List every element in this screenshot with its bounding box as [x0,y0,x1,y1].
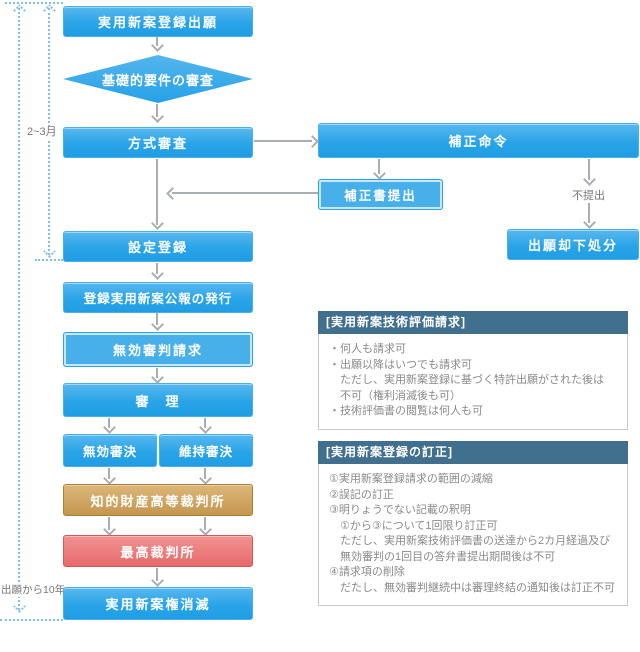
arrowhead-down [199,421,212,434]
node-correction-submission: 補正書提出 [318,179,443,210]
timespan-2-3months-up-arrowhead [43,4,56,17]
node-formality-exam: 方式審査 [63,127,253,158]
panel-line: 無効審判の1回目の答弁書提出期間後は不可 [340,550,556,563]
timespan-10years-down-arrowhead [13,600,26,613]
node-maintenance-decision: 維持審決 [159,434,253,467]
panel-line: ①実用新案登録請求の範囲の減縮 [329,473,493,485]
arrowhead-down [103,472,116,485]
arrowhead-down [199,472,212,485]
panel-line: ・出願以降はいつでも請求可 [329,358,472,371]
arrowhead-down [373,167,386,180]
arrowhead-down [583,216,596,229]
connector-line [588,203,590,223]
arrowhead-down [199,523,212,536]
duration-2-3-months-label: 2~3月 [26,126,58,139]
panel-line: ①から③について1回限り訂正可 [340,519,498,532]
connector-line [156,313,158,325]
arrowhead-down [103,523,116,536]
arrowhead-down [151,217,164,230]
duration-10-years-label: 出願から10年 [0,584,67,597]
panel-registration-correction-body: ①実用新案登録請求の範囲の減縮 ②誤記の訂正 ③明りょうでない記載の釈明 ①から… [318,464,628,606]
connector-line [108,418,110,428]
node-gazette-publication: 登録実用新案公報の発行 [63,282,253,313]
arrowhead-down [103,421,116,434]
panel-technical-evaluation: [実用新案技術評価請求] ・何人も請求可 ・出願以降はいつでも請求可 ただし、実… [318,311,628,430]
timespan-2-3months-down-arrowhead [43,245,56,258]
panel-registration-correction: [実用新案登録の訂正] ①実用新案登録請求の範囲の減縮 ②誤記の訂正 ③明りょう… [318,441,628,606]
arrowhead-down [151,574,164,587]
panel-line: ・技術評価書の閲覧は何人も可 [329,405,483,417]
node-invalidation-request: 無効審判請求 [63,332,253,367]
connector-line [254,140,312,142]
panel-line: ③明りょうでない記載の釈明 [329,504,471,516]
connector-line [156,368,158,378]
arrowhead-down [151,371,164,384]
timespan-registration-tick [35,259,63,261]
timespan-10years-line [18,8,20,610]
panel-line: 不可（権利消滅後も可） [340,389,461,402]
connector-line [156,37,158,46]
panel-line: ②誤記の訂正 [329,488,394,501]
connector-line [204,517,206,530]
node-registration: 設定登録 [63,231,253,262]
node-supreme-court: 最高裁判所 [63,535,253,567]
panel-line: ただし、実用新案技術評価書の送達から2カ月経過及び [340,535,611,547]
timespan-top-tick [5,2,63,4]
arrowhead-down [151,39,164,52]
arrowhead-down [151,267,164,280]
node-invalidation-decision: 無効審決 [63,434,157,467]
connector-line [156,159,158,225]
arrowhead-right [306,135,319,148]
connector-line [108,468,110,479]
panel-line: ただし、実用新案登録に基づく特許出願がされた後は [340,374,604,386]
panel-line: だたし、無効審判継続中は審理終結の通知後は訂正不可 [340,581,615,594]
connector-line [108,517,110,530]
arrowhead-down [583,173,596,186]
connector-line [156,263,158,274]
node-correction-order: 補正命令 [318,123,639,158]
node-dismissal: 出願却下処分 [507,229,639,260]
connector-line [156,568,158,581]
label-non-submission: 不提出 [572,190,605,202]
arrowhead-down [151,110,164,123]
timespan-bottom-tick [0,619,63,621]
node-trial: 審 理 [63,383,253,417]
connector-line [204,468,206,479]
panel-line: ・何人も請求可 [329,343,406,355]
connector-line [378,159,380,174]
node-application: 実用新案登録出願 [63,6,253,37]
panel-registration-correction-title: [実用新案登録の訂正] [318,441,628,464]
connector-line [172,192,318,194]
arrowhead-left [166,187,179,200]
connector-line [156,104,158,117]
panel-line: ④請求項の削除 [329,566,405,578]
node-basic-requirements-exam: 基礎的要件の審査 [63,55,253,103]
panel-technical-evaluation-body: ・何人も請求可 ・出願以降はいつでも請求可 ただし、実用新案登録に基づく特許出願… [318,334,628,430]
node-right-extinguishment: 実用新案権消滅 [63,587,253,620]
connector-line [588,159,590,180]
panel-technical-evaluation-title: [実用新案技術評価請求] [318,311,628,334]
node-ip-high-court: 知的財産高等裁判所 [63,484,253,516]
timespan-10years-up-arrowhead [13,4,26,17]
connector-line [204,418,206,428]
arrowhead-down [151,318,164,331]
